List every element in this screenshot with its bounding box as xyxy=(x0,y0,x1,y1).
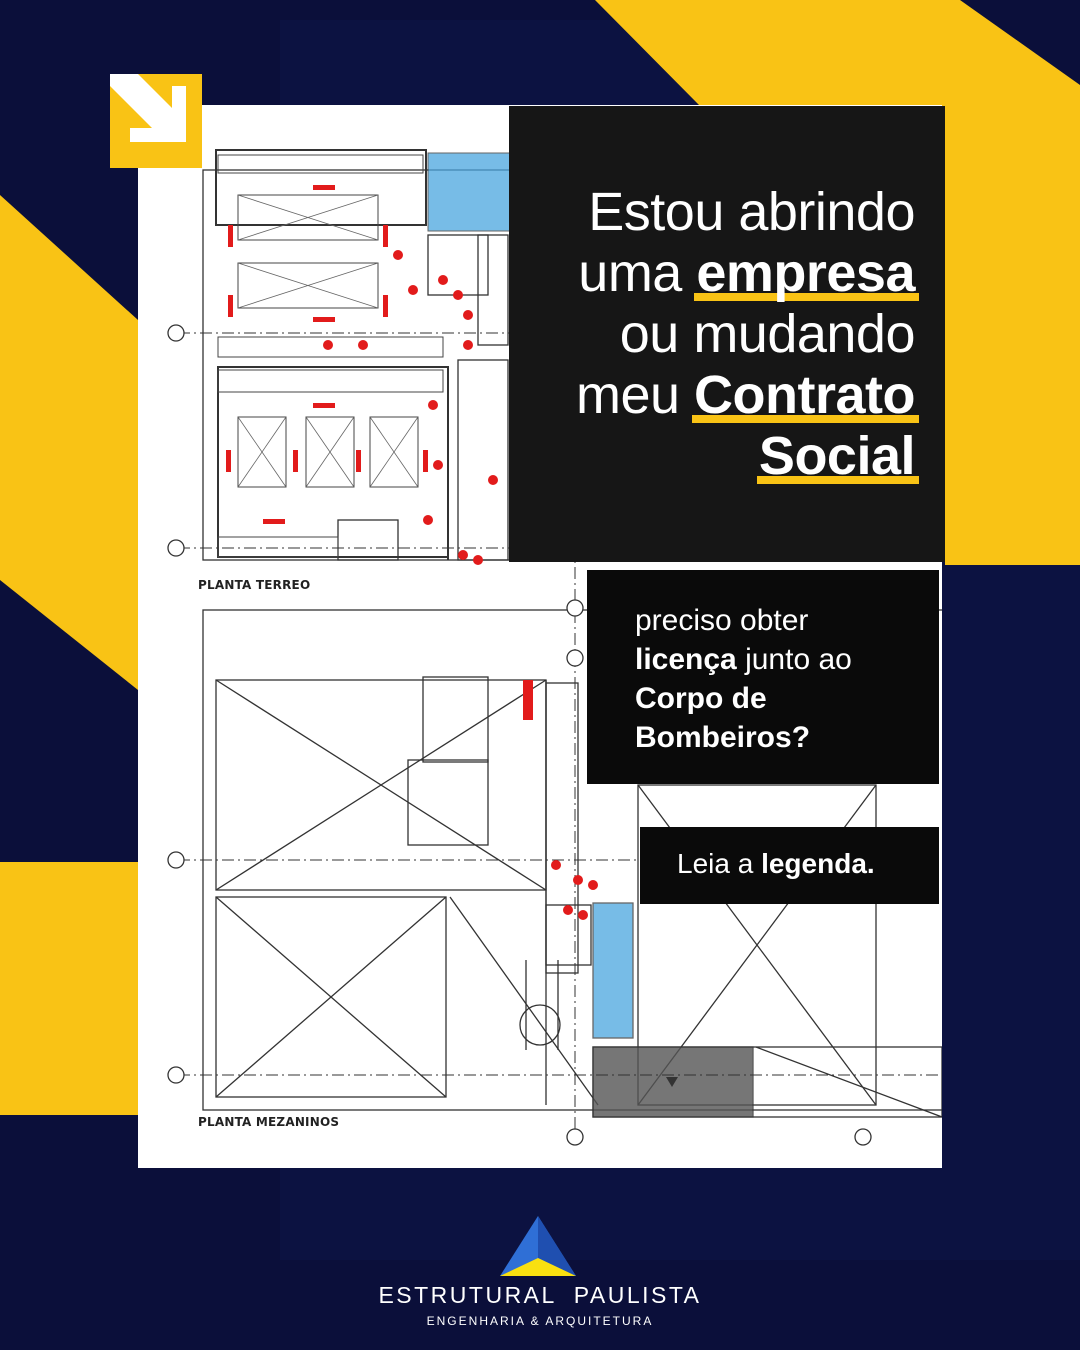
headline-line-1: Estou abrindo xyxy=(588,182,915,242)
caption-box: Leia a legenda. xyxy=(640,827,939,904)
highlight-word: Social xyxy=(756,426,920,486)
headline-line-4: meu Contrato xyxy=(575,365,919,426)
question-box: preciso obter licença junto ao Corpo de … xyxy=(587,570,939,784)
headline-line-3: ou mudando xyxy=(619,304,916,364)
blue-triangle-logo-icon xyxy=(500,1216,576,1276)
highlight-word: empresa xyxy=(694,243,919,303)
question-line-1: preciso obter xyxy=(635,604,809,637)
question-line-3: Corpo de xyxy=(635,682,767,715)
highlight-word: Contrato xyxy=(692,365,919,425)
brand-name: ESTRUTURAL PAULISTA xyxy=(378,1282,702,1308)
question-text: preciso obter licença junto ao Corpo de … xyxy=(635,601,852,757)
headline-text: uma xyxy=(578,243,697,303)
question-line-2: licença junto ao xyxy=(635,643,852,676)
diagonal-arrow-icon xyxy=(110,74,202,168)
headline: Estou abrindo uma empresa ou mudando meu… xyxy=(575,182,920,487)
plan-label-mezzanine: PLANTA MEZANINOS xyxy=(198,1115,340,1129)
headline-line-2: uma empresa xyxy=(576,243,919,304)
headline-line-5: Social xyxy=(576,426,920,487)
headline-box: Estou abrindo uma empresa ou mudando meu… xyxy=(509,106,945,562)
question-line-4: Bombeiros? xyxy=(635,721,811,754)
brand-subtitle: ENGENHARIA & ARQUITETURA xyxy=(426,1314,654,1328)
headline-text: meu xyxy=(575,365,695,425)
plan-label-ground-floor: PLANTA TERREO xyxy=(198,578,311,592)
caption-text: Leia a legenda. xyxy=(677,848,875,879)
